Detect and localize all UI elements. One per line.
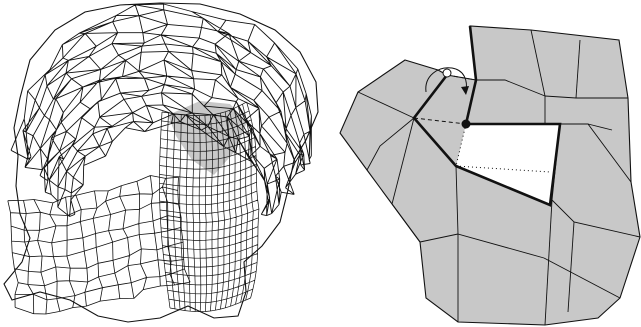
hair-coarse-mesh	[11, 4, 311, 217]
open-vertex	[443, 69, 451, 77]
head-wireframe-panel	[4, 3, 318, 322]
quad-mesh-panel	[340, 26, 640, 325]
hair-mesh-edges	[11, 4, 311, 217]
filled-vertex	[462, 120, 470, 128]
head-silhouette	[4, 3, 318, 322]
